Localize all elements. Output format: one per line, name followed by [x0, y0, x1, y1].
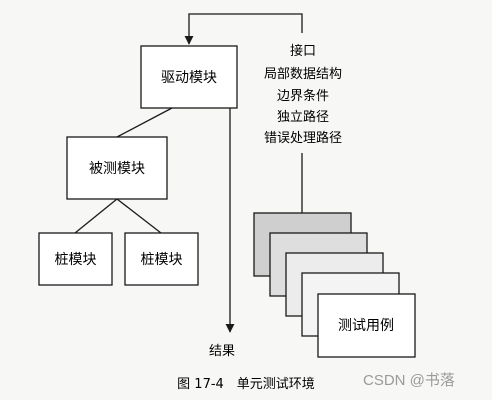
interface-notes-list: 接口 局部数据结构 边界条件 独立路径 错误处理路径	[264, 43, 342, 146]
driver-module-label: 驱动模块	[161, 70, 217, 86]
stub-module-left-label: 桩模块	[55, 251, 97, 268]
arrow-to-driver	[184, 13, 303, 45]
figure-caption: 图 17-4 单元测试环境	[177, 377, 315, 392]
module-under-test-label: 被测模块	[89, 161, 145, 177]
watermark: CSDN @书落	[363, 372, 455, 389]
test-cases-label: 测试用例	[338, 318, 394, 334]
note-item: 接口	[290, 43, 316, 59]
result-label: 结果	[209, 344, 235, 359]
note-item: 错误处理路径	[264, 130, 342, 146]
stub-module-right-label: 桩模块	[141, 251, 183, 268]
test-case-card-front	[317, 293, 416, 358]
module-under-test-box	[66, 136, 168, 200]
note-item: 边界条件	[277, 88, 329, 104]
note-item: 独立路径	[277, 109, 329, 125]
note-item: 局部数据结构	[264, 67, 342, 82]
test-case-stack: 测试用例	[253, 212, 416, 358]
connector-driver-to-module	[116, 107, 173, 138]
connector-module-to-stub-right	[116, 198, 162, 234]
connector-module-to-stub-left	[74, 198, 118, 234]
stub-module-right-box	[124, 232, 199, 286]
driver-module-box	[140, 45, 238, 109]
